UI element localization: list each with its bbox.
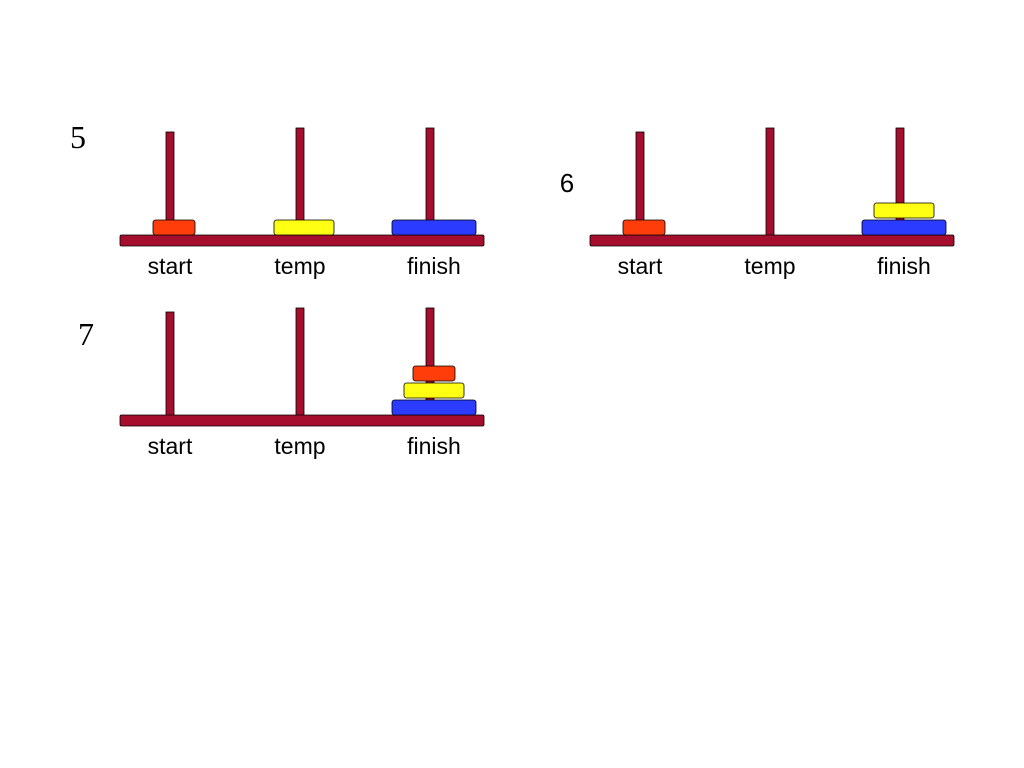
peg-label-start: start (148, 433, 193, 459)
step-number: 7 (78, 316, 94, 352)
puzzle-panel-step-7: 7 start temp finish (78, 307, 485, 459)
peg-label-temp: temp (274, 253, 325, 279)
disk-medium (873, 202, 935, 219)
peg-temp (295, 307, 305, 417)
peg-label-finish: finish (407, 253, 461, 279)
base-board (119, 234, 485, 247)
disk-large (391, 399, 477, 416)
peg-label-finish: finish (407, 433, 461, 459)
peg-label-start: start (148, 253, 193, 279)
peg-temp (765, 127, 775, 237)
step-number: 6 (560, 168, 574, 198)
disk-medium (273, 219, 335, 236)
peg-label-temp: temp (744, 253, 795, 279)
disk-medium (403, 382, 465, 399)
puzzle-panel-step-6: 6 start temp finish (560, 127, 955, 279)
base-board (119, 414, 485, 427)
disk-large (391, 219, 477, 236)
step-number: 5 (70, 119, 86, 155)
peg-label-temp: temp (274, 433, 325, 459)
peg-label-finish: finish (877, 253, 931, 279)
puzzle-panel-step-5: 5 start temp finish (70, 119, 485, 279)
peg-label-start: start (618, 253, 663, 279)
base-board (589, 234, 955, 247)
disk-small (152, 219, 196, 236)
disk-small (622, 219, 666, 236)
disk-large (861, 219, 947, 236)
peg-start (165, 311, 175, 417)
disk-small (412, 365, 456, 382)
